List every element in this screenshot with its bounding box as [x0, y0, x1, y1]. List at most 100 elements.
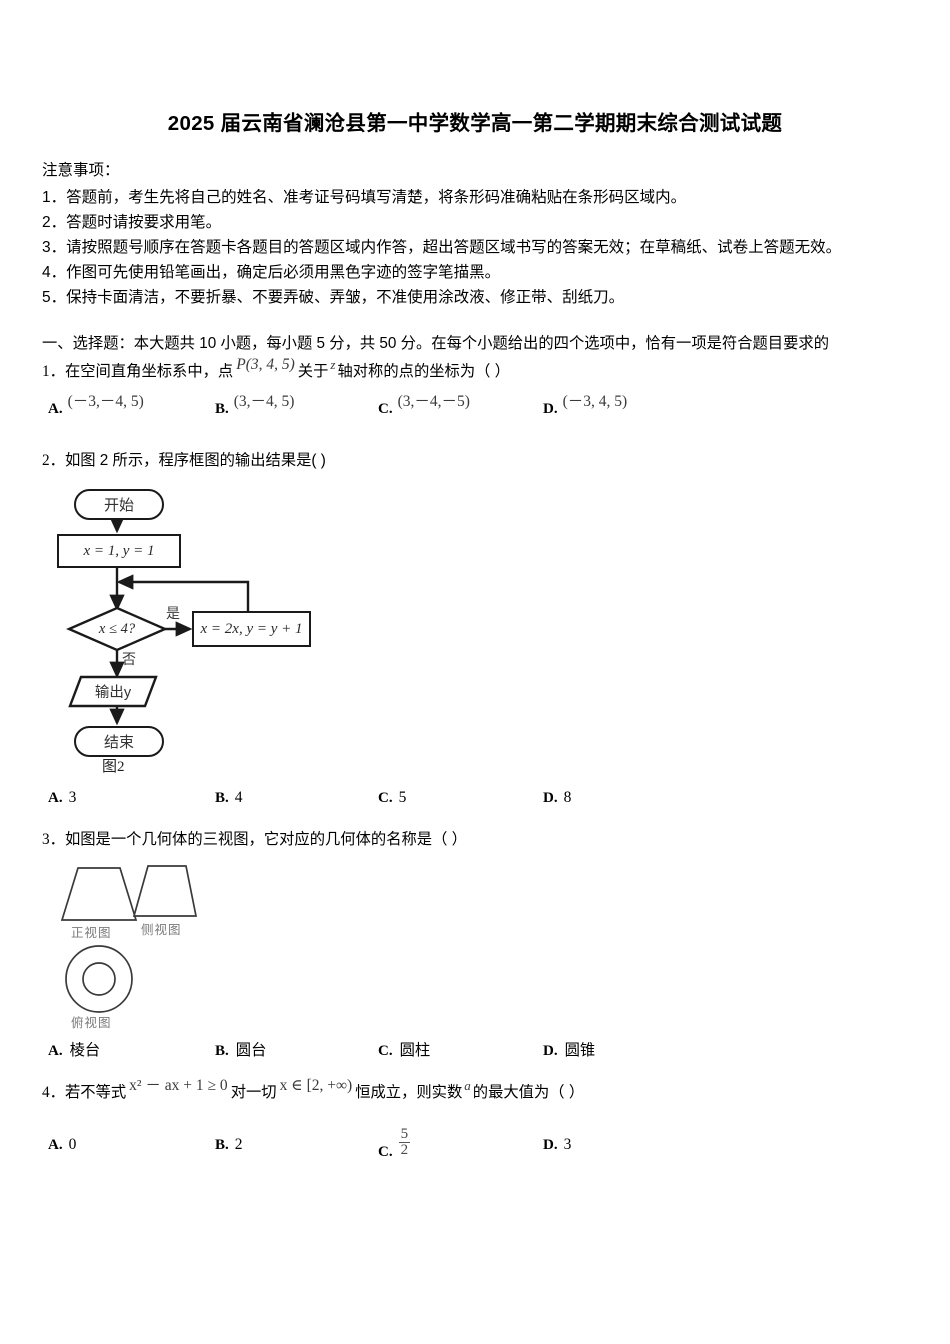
option-4-a[interactable]: A. 0	[48, 1136, 76, 1154]
option-3-c-value: 圆柱	[399, 1042, 431, 1060]
option-1-b-label: B.	[215, 401, 229, 418]
option-1-d[interactable]: D.(－3, 4, 5)	[543, 393, 628, 418]
question-3-options: A.棱台 B.圆台 C. 圆柱 D. 圆锥	[0, 1038, 950, 1072]
option-1-c-label: C.	[378, 401, 393, 418]
option-1-a[interactable]: A.(－3,－4, 5)	[48, 393, 144, 418]
option-1-a-value: (－3,－4, 5)	[67, 393, 144, 411]
notice-item-3: 3．请按照题号顺序在答题卡各题目的答题区域内作答，超出答题区域书写的答案无效；在…	[42, 238, 842, 256]
question-4-text-end: 的最大值为（ ）	[472, 1084, 585, 1102]
option-4-c-label: C.	[378, 1143, 393, 1160]
option-4-d[interactable]: D. 3	[543, 1136, 571, 1154]
option-2-d[interactable]: D. 8	[543, 789, 571, 807]
page-title: 2025 届云南省澜沧县第一中学数学高一第二学期期末综合测试试题	[167, 112, 783, 135]
option-2-d-value: 8	[563, 789, 572, 807]
flowchart-condition-label: x ≤ 4?	[98, 620, 136, 637]
three-view-top-label: 俯视图	[71, 1016, 112, 1031]
option-4-c-denominator: 2	[398, 1141, 411, 1158]
question-3-number: 3．	[42, 831, 65, 849]
question-1-formula-axis: z	[330, 356, 336, 372]
option-3-a[interactable]: A.棱台	[48, 1038, 100, 1060]
three-view-front-label-wrap: 正视图	[71, 922, 112, 941]
option-2-b-value: 4	[234, 789, 243, 807]
option-4-b-label: B.	[215, 1136, 229, 1153]
option-4-b-value: 2	[234, 1135, 243, 1153]
notice-item-5: 5．保持卡面清洁，不要折暴、不要弄破、弄皱，不准使用涂改液、修正带、刮纸刀。	[42, 289, 625, 307]
option-2-c[interactable]: C.5	[378, 789, 406, 807]
option-4-b[interactable]: B. 2	[215, 1136, 243, 1154]
question-2-options: A.3 B. 4 C.5 D. 8	[0, 789, 950, 823]
question-1-formula: P(3, 4, 5)	[236, 355, 295, 373]
option-3-d-value: 圆锥	[564, 1042, 596, 1060]
three-view-figure: 正视图 侧视图 俯视图	[54, 862, 294, 1032]
notice-item-2: 2．答题时请按要求用笔。	[42, 213, 222, 231]
flowchart-end-label: 结束	[103, 734, 134, 752]
flowchart-start-node: 开始	[74, 489, 164, 521]
question-1-text-after: 轴对称的点的坐标为（ ）	[337, 362, 510, 380]
question-1-options: A.(－3,－4, 5) B.(3,－4, 5) C.(3,－4,－5) D.(…	[0, 393, 950, 430]
three-view-side-label-wrap: 侧视图	[141, 919, 182, 938]
option-2-a[interactable]: A.3	[48, 789, 76, 807]
flowchart-no-label-wrap: 否	[122, 649, 136, 669]
option-3-c-label: C.	[378, 1043, 393, 1060]
option-1-b-value: (3,－4, 5)	[233, 393, 295, 411]
flowchart-no-label: 否	[122, 651, 136, 668]
option-3-b-label: B.	[215, 1043, 229, 1060]
flowchart-connectors	[66, 515, 250, 726]
question-1-number: 1．	[42, 362, 65, 380]
three-view-drawing	[60, 865, 198, 1014]
flowchart-process-label: x = 2x, y = y + 1	[200, 620, 303, 637]
question-2: 2．如图 2 所示，程序框图的输出结果是( )	[0, 430, 950, 475]
option-2-a-label: A.	[48, 790, 63, 807]
option-2-c-label: C.	[378, 790, 393, 807]
notice-item-1: 1．答题前，考生先将自己的姓名、准考证号码填写清楚，将条形码准确粘贴在条形码区域…	[42, 188, 687, 206]
option-1-d-value: (－3, 4, 5)	[562, 393, 628, 411]
option-2-b[interactable]: B. 4	[215, 789, 243, 807]
option-4-d-label: D.	[543, 1136, 558, 1153]
flowchart-figure: 开始 x = 1, y = 1 x ≤ 4? 是 否 x = 2x, y = y…	[52, 481, 392, 781]
question-4-formula-domain: x ∈ [2, +∞)	[279, 1077, 353, 1095]
question-4-text-mid: 对一切	[230, 1084, 277, 1102]
flowchart-yes-label-wrap: 是	[166, 603, 180, 623]
option-1-c-value: (3,－4,－5)	[397, 393, 470, 411]
question-1-text-before: 在空间直角坐标系中，点	[64, 362, 234, 380]
option-1-a-label: A.	[48, 401, 63, 418]
option-4-a-label: A.	[48, 1136, 63, 1153]
option-3-a-value: 棱台	[69, 1042, 101, 1060]
question-2-number: 2．	[42, 452, 65, 470]
question-2-text: 如图 2 所示，程序框图的输出结果是( )	[64, 452, 326, 470]
question-4-text-before: 若不等式	[64, 1084, 127, 1102]
option-4-c-numerator: 5	[400, 1125, 409, 1142]
option-4-a-value: 0	[68, 1135, 77, 1153]
option-2-d-label: D.	[543, 790, 558, 807]
question-4-formula: x² － ax + 1 ≥ 0	[129, 1077, 228, 1095]
flowchart-start-label: 开始	[103, 497, 134, 515]
option-3-d[interactable]: D. 圆锥	[543, 1038, 595, 1060]
flowchart-init-label: x = 1, y = 1	[83, 542, 155, 559]
flowchart-output-node: 输出y	[70, 677, 156, 706]
question-4-formula-a: a	[464, 1078, 471, 1094]
option-1-d-label: D.	[543, 401, 558, 418]
flowchart-process-node: x = 2x, y = y + 1	[192, 611, 311, 648]
option-3-c[interactable]: C. 圆柱	[378, 1038, 430, 1060]
question-4-text-after: 恒成立，则实数	[355, 1084, 463, 1102]
flowchart-output-label: 输出y	[94, 685, 132, 702]
option-2-b-label: B.	[215, 790, 229, 807]
flowchart-caption-wrap: 图2	[102, 755, 125, 776]
notice-item-4: 4．作图可先使用铅笔画出，确定后必须用黑色字迹的签字笔描黑。	[42, 263, 501, 281]
option-3-d-label: D.	[543, 1043, 558, 1060]
option-1-b[interactable]: B.(3,－4, 5)	[215, 393, 295, 418]
notice-section: 注意事项： 1．答题前，考生先将自己的姓名、准考证号码填写清楚，将条形码准确粘贴…	[0, 137, 950, 311]
option-4-d-value: 3	[563, 1135, 572, 1153]
option-1-c[interactable]: C.(3,－4,－5)	[378, 393, 470, 418]
three-view-side-label: 侧视图	[141, 923, 182, 938]
flowchart-end-node: 结束	[74, 726, 164, 758]
option-3-b[interactable]: B.圆台	[215, 1038, 266, 1060]
notice-heading: 注意事项：	[42, 161, 120, 179]
question-3-text: 如图是一个几何体的三视图，它对应的几何体的名称是（ ）	[64, 831, 467, 849]
three-view-top-label-wrap: 俯视图	[71, 1012, 112, 1031]
